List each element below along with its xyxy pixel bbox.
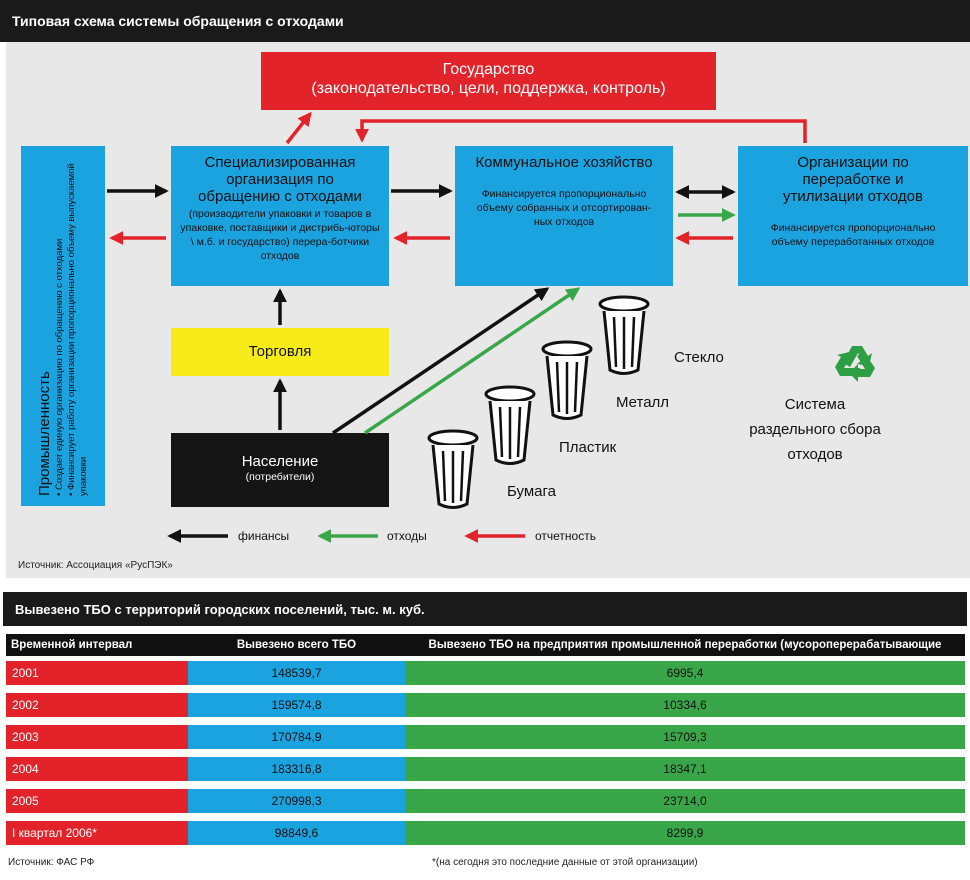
table-cell-processing: 8299,9 xyxy=(405,821,965,845)
table-row: 2002 159574,8 10334,6 xyxy=(0,693,970,717)
table-cell-processing: 23714,0 xyxy=(405,789,965,813)
arrow-population-to-communal-waste xyxy=(364,287,581,435)
bin-label-glass: Стекло xyxy=(674,349,724,366)
table-cell-interval: 2005 xyxy=(6,789,188,813)
recycle-icon xyxy=(835,346,875,382)
trash-bin-icon xyxy=(427,429,479,509)
table-cell-processing: 18347,1 xyxy=(405,757,965,781)
table-cell-total: 170784,9 xyxy=(188,725,405,749)
industry-box: Промышленность • Создает единую организа… xyxy=(21,146,105,506)
state-subtitle: (законодательство, цели, поддержка, конт… xyxy=(311,80,666,97)
table-cell-total: 98849,6 xyxy=(188,821,405,845)
table-cell-total: 183316,8 xyxy=(188,757,405,781)
table-row: 2004 183316,8 18347,1 xyxy=(0,757,970,781)
specialized-org-note: (производители упаковки и товаров в упак… xyxy=(180,208,380,262)
trash-bin-icon xyxy=(541,340,593,420)
table-row: 2001 148539,7 6995,4 xyxy=(0,661,970,685)
table-cell-total: 270998,3 xyxy=(188,789,405,813)
processors-title: Организации по переработке и утилизации … xyxy=(783,154,923,205)
trade-title: Торговля xyxy=(248,343,312,360)
table-cell-interval: 2001 xyxy=(6,661,188,685)
communal-title: Коммунальное хозяйство xyxy=(475,154,653,171)
communal-note: Финансируется пропорционально объему соб… xyxy=(476,188,652,228)
diagram-arrows xyxy=(107,111,875,543)
diagram-source: Источник: Ассоциация «РусПЭК» xyxy=(18,560,173,571)
arrow-specialized-to-state-report xyxy=(285,111,312,145)
communal-box: Коммунальное хозяйство Финансируется про… xyxy=(455,146,673,286)
arrow-processors-to-state-report xyxy=(355,119,807,143)
table-body: 2001 148539,7 6995,4 2002 159574,8 10334… xyxy=(0,661,970,851)
population-box: Население (потребители) xyxy=(171,433,389,507)
legend-reporting-label: отчетность xyxy=(535,529,596,543)
trash-bin-icon xyxy=(484,385,536,465)
processors-note: Финансируется пропорционально объему пер… xyxy=(770,222,936,248)
table-source: Источник: ФАС РФ xyxy=(8,857,95,868)
table-cell-interval: 2002 xyxy=(6,693,188,717)
bin-label-metal: Металл xyxy=(616,394,670,411)
arrow-population-to-communal-finance xyxy=(332,287,550,435)
bin-label-paper: Бумага xyxy=(507,483,556,500)
table-cell-processing: 10334,6 xyxy=(405,693,965,717)
table-cell-interval: I квартал 2006* xyxy=(6,821,188,845)
table-title: Вывезено ТБО с территорий городских посе… xyxy=(15,601,425,617)
diagram-title: Типовая схема системы обращения с отхода… xyxy=(12,13,344,29)
legend-waste-label: отходы xyxy=(387,529,427,543)
state-box: Государство (законодательство, цели, под… xyxy=(261,52,716,110)
table-cell-interval: 2003 xyxy=(6,725,188,749)
bin-label-plastic: Пластик xyxy=(559,439,617,456)
table-cell-total: 159574,8 xyxy=(188,693,405,717)
legend-finance-label: финансы xyxy=(238,529,290,543)
table-title-bar: Вывезено ТБО с территорий городских посе… xyxy=(3,592,967,626)
table-row: 2005 270998,3 23714,0 xyxy=(0,789,970,813)
trash-bin-icon xyxy=(598,295,650,375)
table-header-total: Вывезено всего ТБО xyxy=(236,639,357,651)
population-subtitle: (потребители) xyxy=(245,471,315,483)
processors-box: Организации по переработке и утилизации … xyxy=(738,146,968,286)
separate-collection-label: Система раздельного сбора отходов xyxy=(749,396,881,463)
trade-box: Торговля xyxy=(171,328,389,376)
table-cell-total: 148539,7 xyxy=(188,661,405,685)
table-header-interval: Временной интервал xyxy=(11,639,133,651)
table-cell-processing: 6995,4 xyxy=(405,661,965,685)
diagram-header: Типовая схема системы обращения с отхода… xyxy=(0,0,970,42)
specialized-org-title: Специализированная организация по обраще… xyxy=(198,154,362,205)
table-footnote: *(на сегодня это последние данные от это… xyxy=(432,857,698,868)
table-row: I квартал 2006* 98849,6 8299,9 xyxy=(0,821,970,845)
population-title: Население xyxy=(241,453,319,470)
state-title: Государство xyxy=(442,61,535,78)
table-row: 2003 170784,9 15709,3 xyxy=(0,725,970,749)
specialized-org-box: Специализированная организация по обраще… xyxy=(171,146,389,286)
table-header-row: Временной интервал Вывезено всего ТБО Вы… xyxy=(6,634,965,673)
diagram-panel xyxy=(6,42,970,578)
table-cell-processing: 15709,3 xyxy=(405,725,965,749)
table-cell-interval: 2004 xyxy=(6,757,188,781)
